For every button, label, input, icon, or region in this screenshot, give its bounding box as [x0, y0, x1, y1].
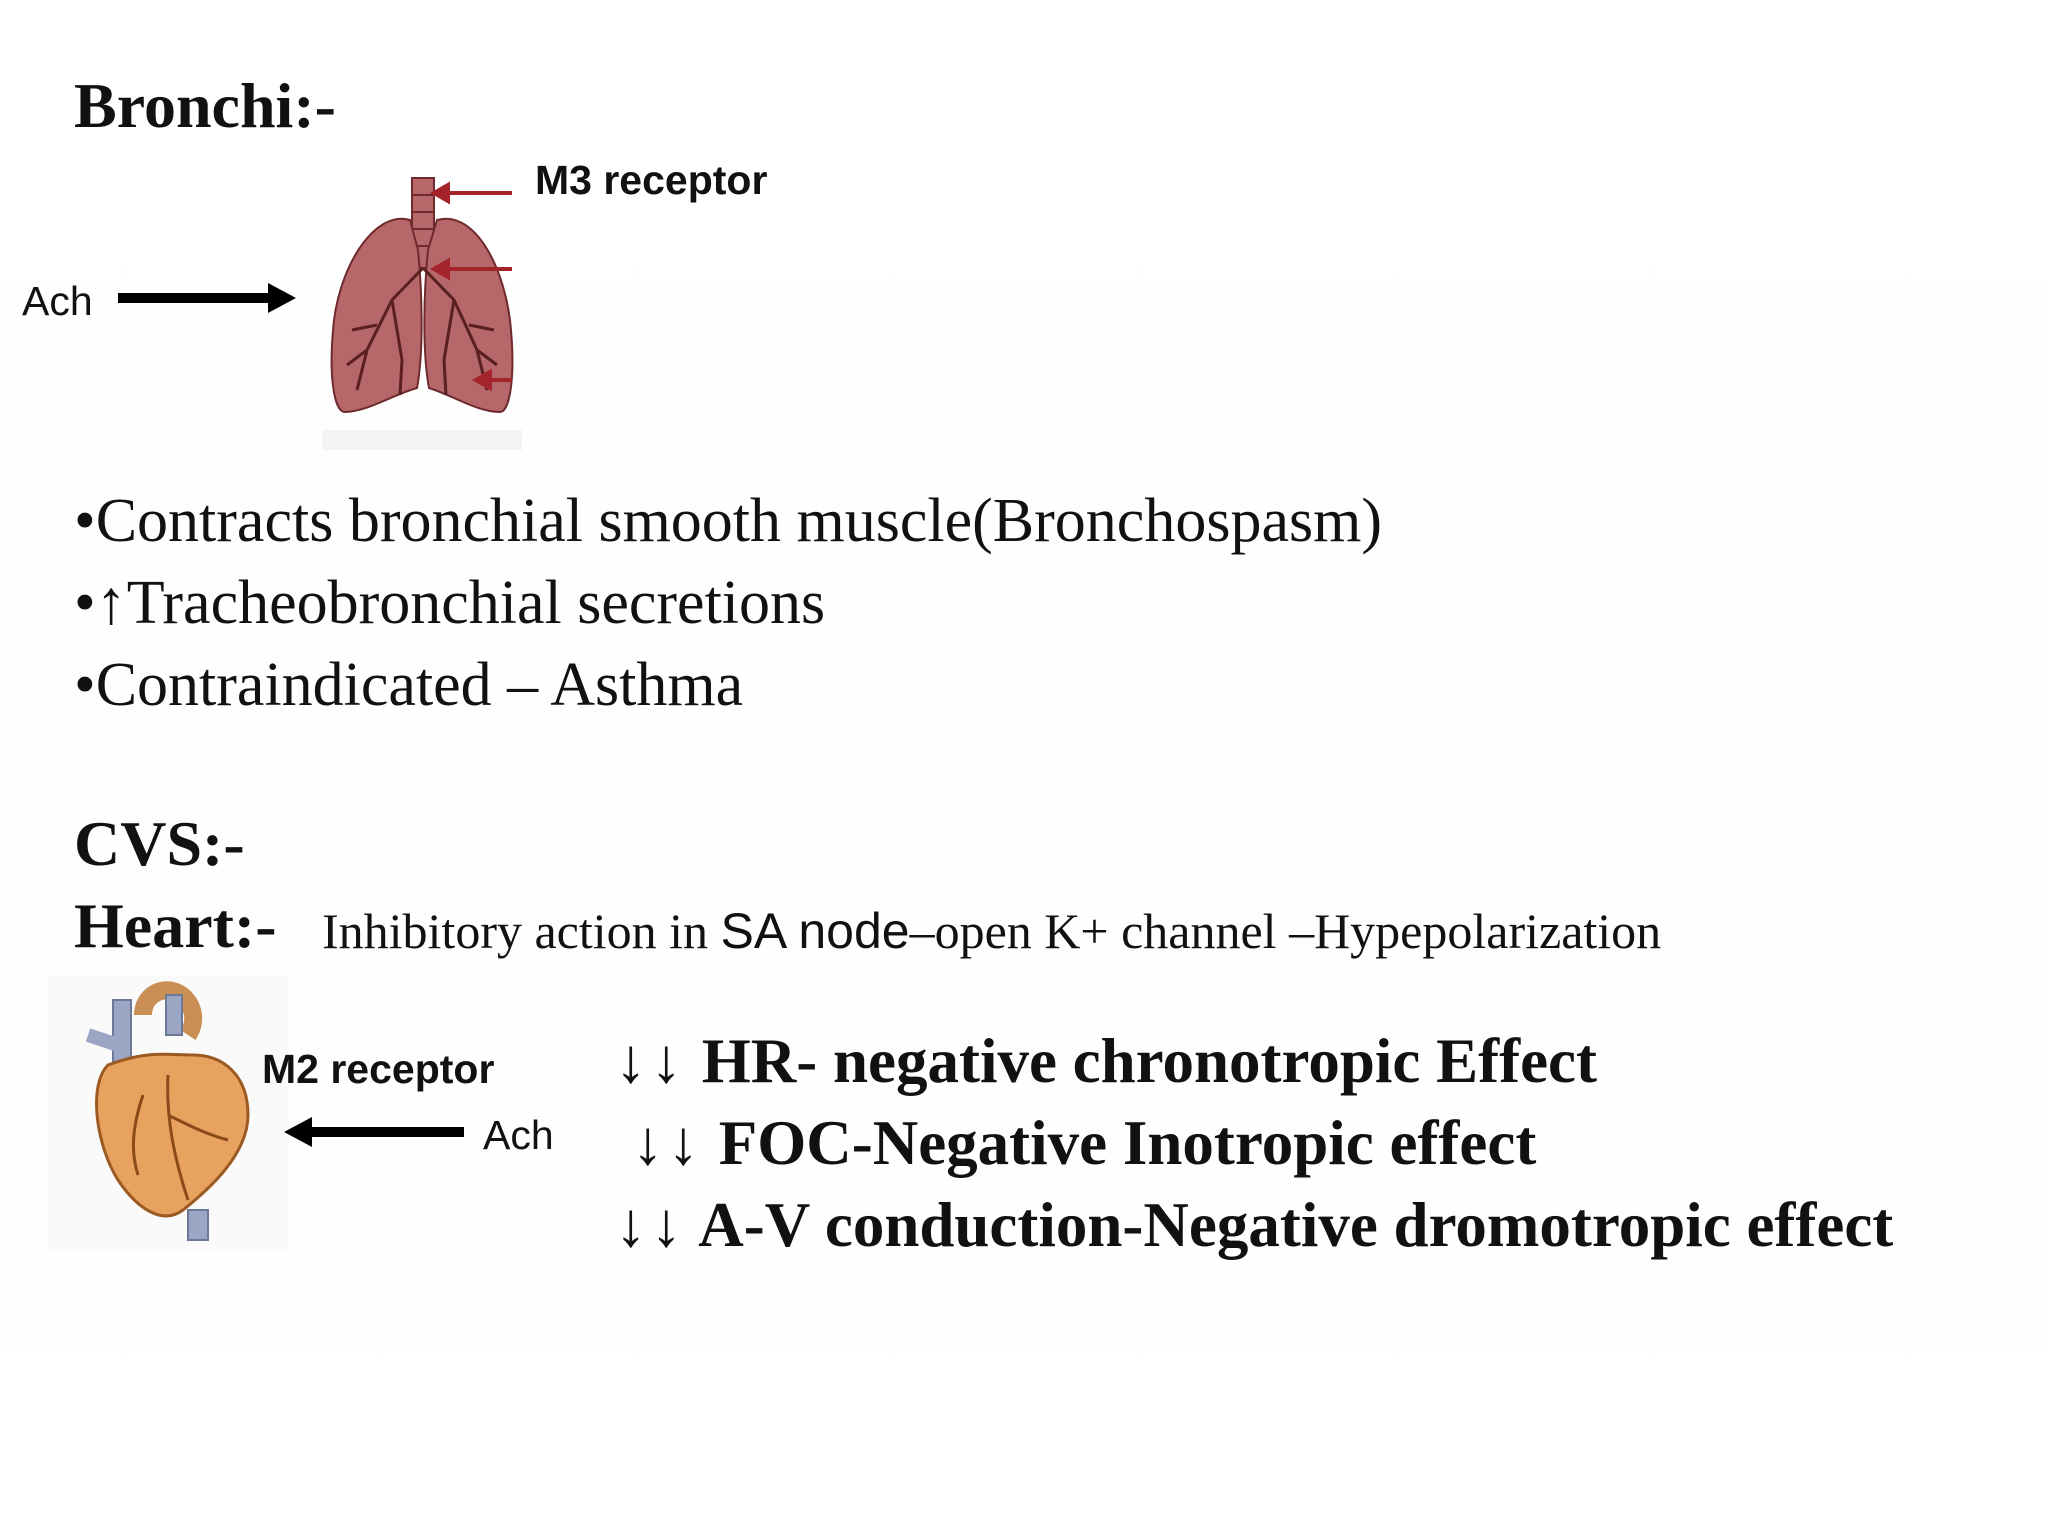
m2-receptor-label: M2 receptor: [262, 1046, 495, 1092]
heart-desc-sa-node: SA node: [720, 903, 910, 959]
heart-icon: [48, 975, 288, 1250]
bronchi-bullet-item: •Contracts bronchial smooth muscle(Bronc…: [74, 487, 1382, 555]
heart-desc-part: Inhibitory action in: [322, 903, 721, 959]
ach-label-bronchi: Ach: [22, 278, 93, 324]
heart-description: Inhibitory action in SA node–open K+ cha…: [322, 902, 1661, 960]
effect-item: ↓↓ A-V conduction-Negative dromotropic e…: [615, 1184, 1893, 1266]
m3-receptor-label: M3 receptor: [535, 157, 768, 203]
heart-heading: Heart:-: [74, 890, 277, 961]
double-down-arrow-icon: ↓↓: [632, 1108, 703, 1178]
double-down-arrow-icon: ↓↓: [615, 1190, 686, 1260]
effect-item: ↓↓ FOC-Negative Inotropic effect: [632, 1102, 1536, 1184]
bronchi-bullet-item: •Contraindicated – Asthma: [74, 651, 744, 719]
effect-text: FOC-Negative Inotropic effect: [703, 1108, 1537, 1178]
left-arrow-icon: [284, 1117, 464, 1147]
lungs-icon: [322, 177, 522, 450]
effect-text: HR- negative chronotropic Effect: [686, 1026, 1597, 1096]
double-down-arrow-icon: ↓↓: [615, 1026, 686, 1096]
ach-label-heart: Ach: [483, 1112, 554, 1158]
effect-text: A-V conduction-Negative dromotropic effe…: [686, 1190, 1894, 1260]
bronchi-bullet-item: •↑Tracheobronchial secretions: [74, 569, 826, 637]
cvs-heading: CVS:-: [74, 808, 245, 879]
heart-desc-part: –open K+ channel –Hypepolarization: [909, 903, 1662, 959]
right-arrow-icon: [118, 283, 296, 313]
bronchi-heading: Bronchi:-: [74, 70, 336, 141]
effect-item: ↓↓ HR- negative chronotropic Effect: [615, 1020, 1597, 1102]
bronchi-bullet-list: •Contracts bronchial smooth muscle(Bronc…: [74, 480, 1382, 726]
